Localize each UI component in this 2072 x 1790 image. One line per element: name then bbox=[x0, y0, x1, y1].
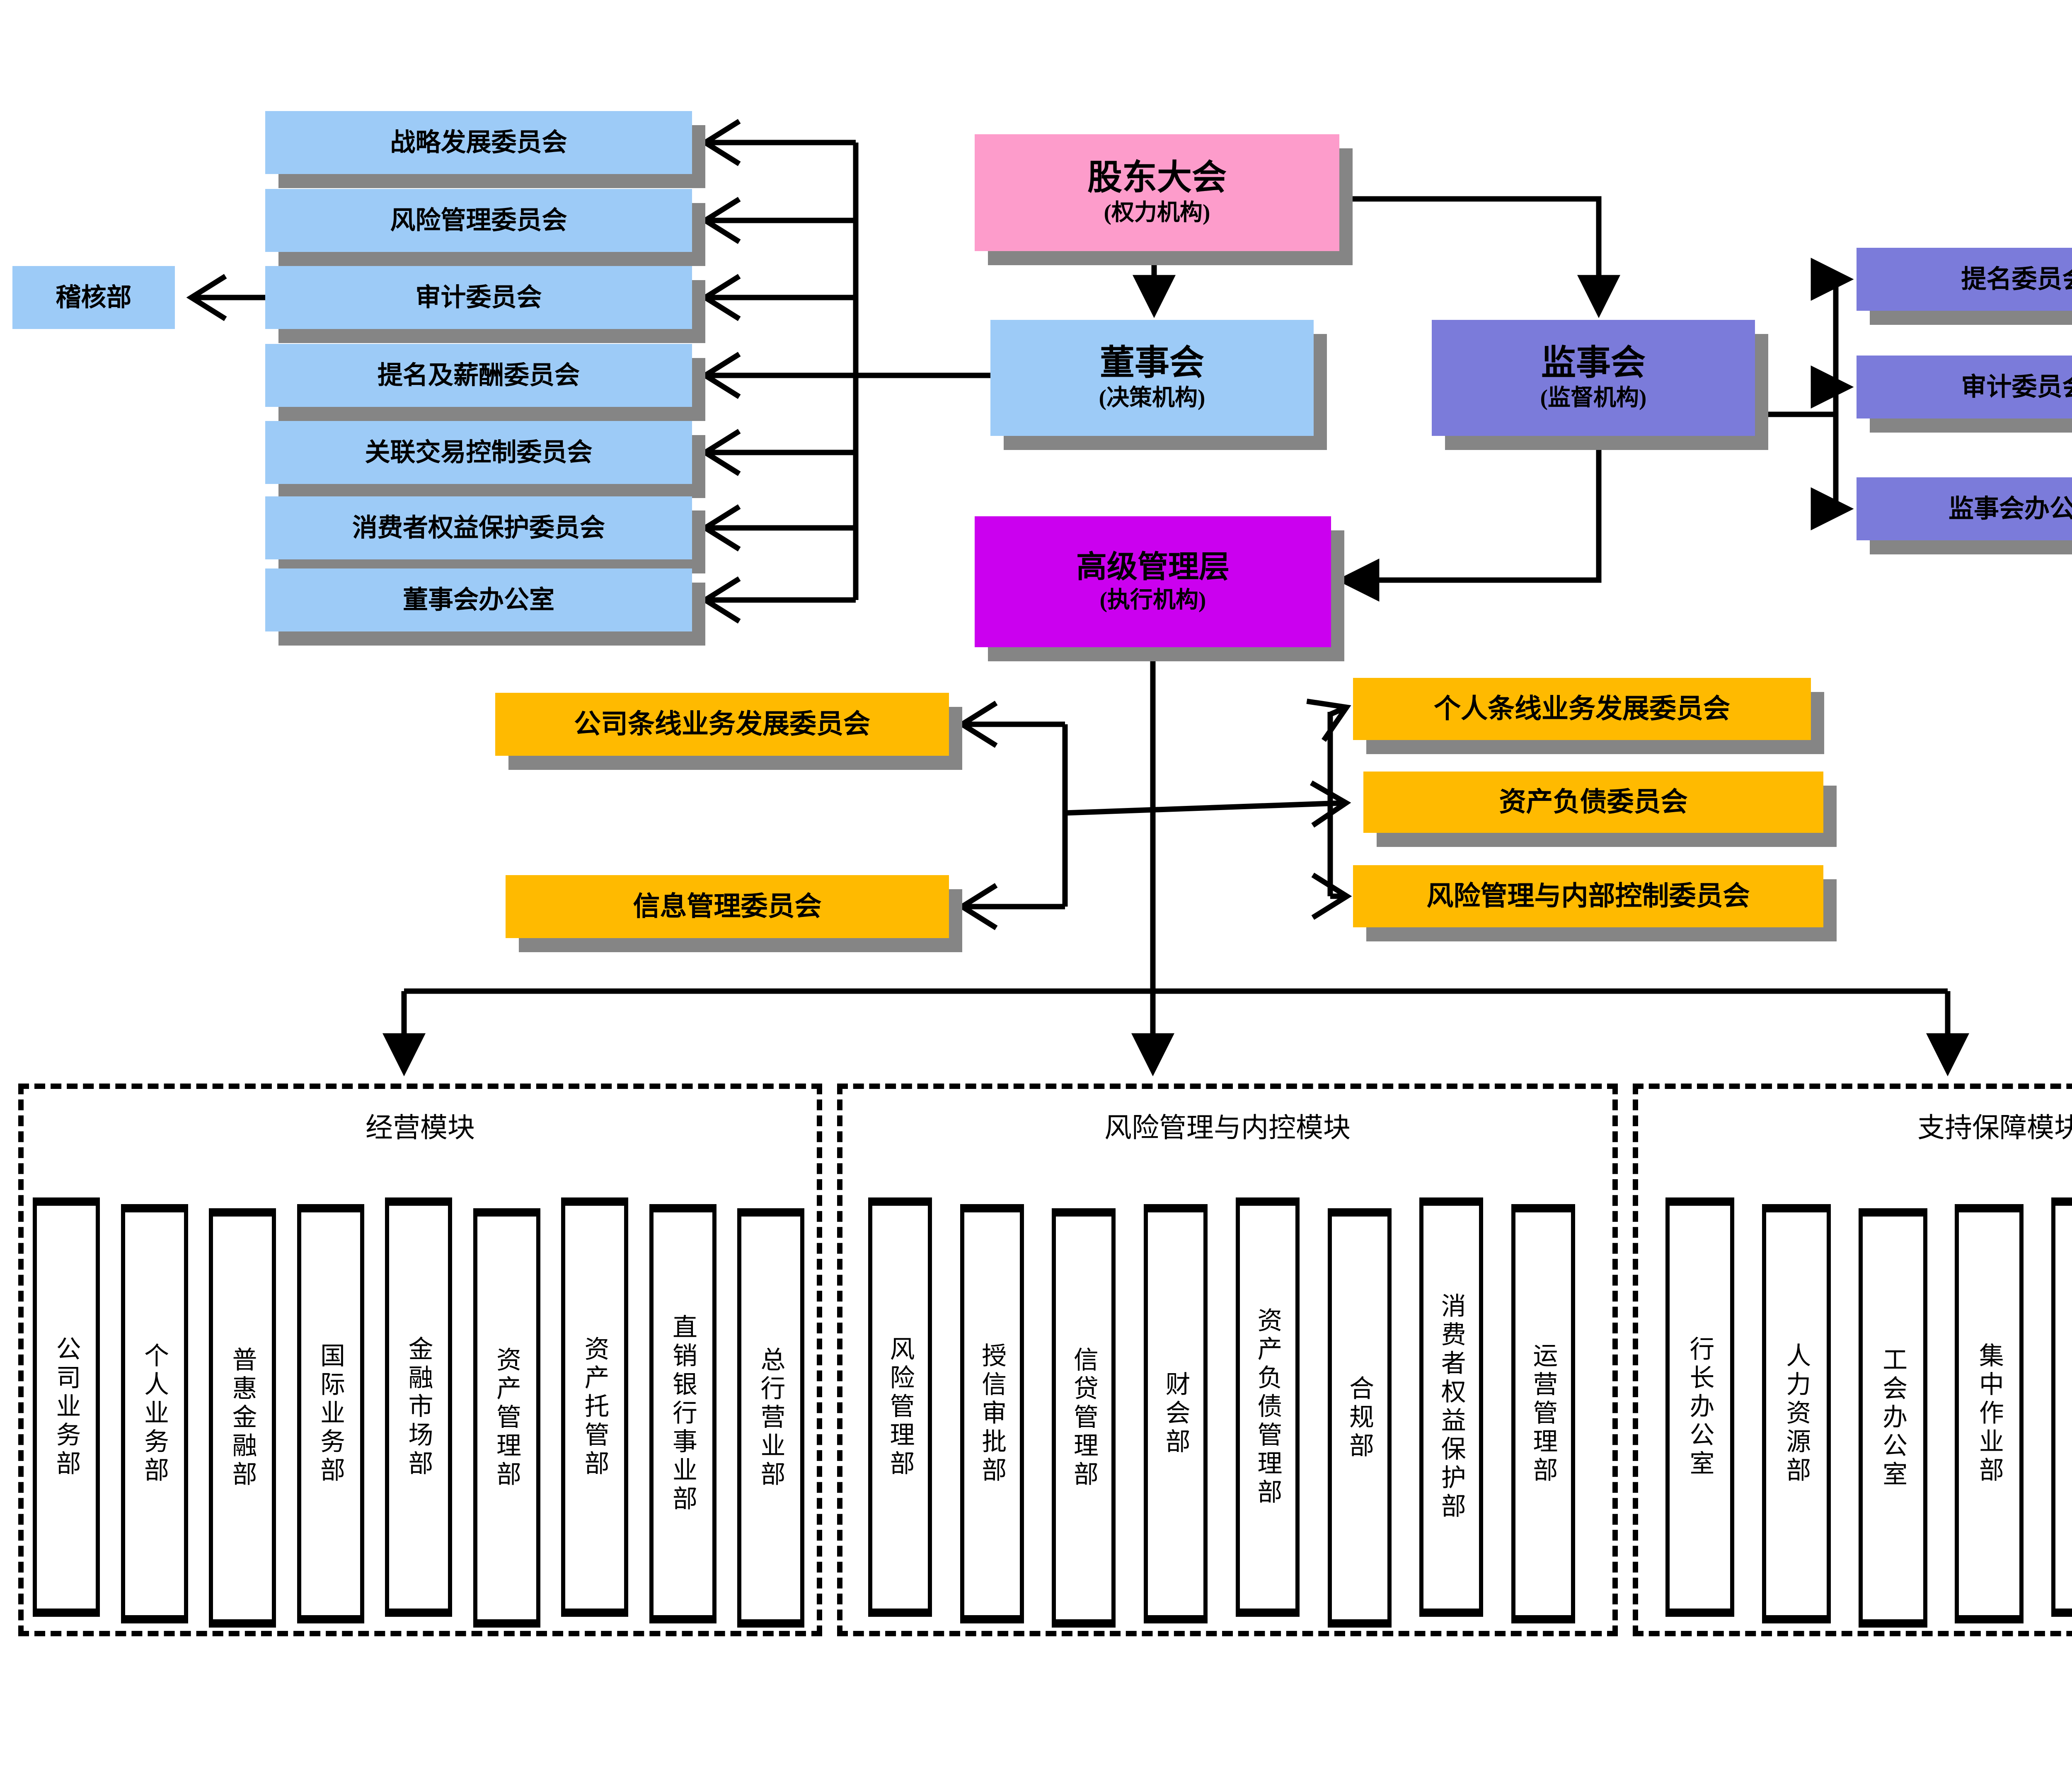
board-committee-box: 战略发展委员会 bbox=[265, 111, 692, 174]
board-committee-label: 战略发展委员会 bbox=[390, 128, 567, 157]
management-committee-box: 公司条线业务发展委员会 bbox=[495, 693, 949, 756]
supervisory-board-subtitle: (监督机构) bbox=[1540, 385, 1647, 410]
department-label: 资产管理部 bbox=[493, 1346, 520, 1490]
supervisory-board-title: 监事会 bbox=[1541, 344, 1646, 383]
department-label: 公司业务部 bbox=[53, 1335, 80, 1479]
supervisory-board-box: 监事会 (监督机构) bbox=[1432, 320, 1755, 436]
board-committee-label: 董事会办公室 bbox=[402, 586, 554, 614]
department-column: 资产管理部 bbox=[473, 1208, 540, 1628]
senior-management-box: 高级管理层 (执行机构) bbox=[975, 516, 1331, 647]
board-committee-box: 风险管理委员会 bbox=[265, 189, 692, 252]
department-label: 财会部 bbox=[1162, 1371, 1190, 1457]
supervisory-committee-label: 审计委员会 bbox=[1961, 373, 2072, 401]
department-label: 总行营业部 bbox=[757, 1346, 784, 1490]
module-risk-control: 风险管理与内控模块 风险管理部 授信审批部 信贷管理部 财会部 资产负债管理部 … bbox=[837, 1084, 1618, 1636]
department-column: 集中作业部 bbox=[1955, 1204, 2024, 1623]
shareholders-meeting-box: 股东大会 (权力机构) bbox=[975, 134, 1339, 251]
department-label: 工会办公室 bbox=[1879, 1346, 1907, 1490]
department-column: 普惠金融部 bbox=[209, 1208, 276, 1628]
board-committee-box: 消费者权益保护委员会 bbox=[265, 496, 692, 559]
management-committee-label: 公司条线业务发展委员会 bbox=[574, 709, 870, 739]
department-label: 资产负债管理部 bbox=[1254, 1307, 1281, 1507]
department-label: 风险管理部 bbox=[886, 1335, 914, 1479]
shareholders-meeting-title: 股东大会 bbox=[1087, 159, 1227, 198]
department-column: 行长办公室 bbox=[1665, 1197, 1734, 1617]
module-title: 风险管理与内控模块 bbox=[1104, 1113, 1351, 1143]
department-label: 个人业务部 bbox=[140, 1342, 168, 1485]
department-column: 资产托管部 bbox=[561, 1197, 628, 1617]
management-committee-box: 风险管理与内部控制委员会 bbox=[1353, 865, 1823, 927]
department-column: 信贷管理部 bbox=[1052, 1208, 1116, 1628]
department-columns: 公司业务部 个人业务部 普惠金融部 国际业务部 金融市场部 资产管理部 资产托管… bbox=[33, 1197, 804, 1628]
department-column: 财会部 bbox=[1144, 1204, 1208, 1623]
department-label: 消费者权益保护部 bbox=[1438, 1293, 1465, 1522]
management-committee-box: 个人条线业务发展委员会 bbox=[1353, 678, 1811, 740]
senior-management-subtitle: (执行机构) bbox=[1099, 587, 1206, 613]
department-label: 授信审批部 bbox=[978, 1342, 1006, 1485]
department-label: 合规部 bbox=[1346, 1375, 1373, 1461]
senior-management-title: 高级管理层 bbox=[1076, 550, 1230, 585]
board-committee-box: 关联交易控制委员会 bbox=[265, 421, 692, 484]
department-column: 总行营业部 bbox=[737, 1208, 804, 1628]
department-label: 运营管理部 bbox=[1529, 1342, 1557, 1485]
management-committee-box: 信息管理委员会 bbox=[506, 875, 949, 938]
board-committee-box: 审计委员会 bbox=[265, 266, 692, 329]
department-column: 运营管理部 bbox=[1511, 1204, 1575, 1623]
department-column: 公司业务部 bbox=[33, 1197, 100, 1617]
audit-department-label: 稽核部 bbox=[56, 283, 132, 312]
department-label: 行长办公室 bbox=[1686, 1335, 1714, 1479]
board-committee-label: 提名及薪酬委员会 bbox=[377, 361, 580, 389]
department-column: 授信审批部 bbox=[960, 1204, 1024, 1623]
board-committee-label: 关联交易控制委员会 bbox=[365, 438, 593, 467]
department-column: 合规部 bbox=[1327, 1208, 1392, 1628]
department-column: 金融市场部 bbox=[385, 1197, 452, 1617]
management-committee-label: 资产负债委员会 bbox=[1499, 787, 1688, 817]
board-committee-box: 董事会办公室 bbox=[265, 568, 692, 631]
department-column: 风险管理部 bbox=[868, 1197, 932, 1617]
board-committee-label: 消费者权益保护委员会 bbox=[352, 514, 605, 542]
department-label: 金融市场部 bbox=[405, 1335, 432, 1479]
supervisory-committee-label: 提名委员会 bbox=[1961, 265, 2072, 293]
department-label: 集中作业部 bbox=[1975, 1342, 2003, 1485]
module-title: 经营模块 bbox=[366, 1113, 475, 1143]
supervisory-committee-box: 提名委员会 bbox=[1857, 248, 2072, 311]
department-column: 直销银行事业部 bbox=[649, 1204, 716, 1623]
department-columns: 行长办公室 人力资源部 工会办公室 集中作业部 资讯科技部 保卫部 bbox=[1665, 1197, 2072, 1628]
department-label: 人力资源部 bbox=[1782, 1342, 1810, 1485]
department-column: 人力资源部 bbox=[1762, 1204, 1831, 1623]
board-of-directors-box: 董事会 (决策机构) bbox=[990, 320, 1314, 436]
department-label: 国际业务部 bbox=[317, 1342, 344, 1485]
management-committee-label: 信息管理委员会 bbox=[633, 891, 822, 922]
supervisory-committee-label: 监事会办公室 bbox=[1948, 495, 2072, 523]
department-column: 国际业务部 bbox=[297, 1204, 364, 1623]
department-label: 信贷管理部 bbox=[1070, 1346, 1098, 1490]
department-label: 资产托管部 bbox=[581, 1335, 608, 1479]
board-committee-label: 风险管理委员会 bbox=[390, 206, 567, 235]
department-label: 直销银行事业部 bbox=[669, 1313, 697, 1514]
department-column: 工会办公室 bbox=[1858, 1208, 1927, 1628]
management-committee-box: 资产负债委员会 bbox=[1363, 772, 1823, 833]
board-committee-box: 提名及薪酬委员会 bbox=[265, 344, 692, 407]
department-label: 普惠金融部 bbox=[229, 1346, 256, 1490]
module-business: 经营模块 公司业务部 个人业务部 普惠金融部 国际业务部 金融市场部 资产管理部… bbox=[18, 1084, 822, 1636]
module-support: 支持保障模块 行长办公室 人力资源部 工会办公室 集中作业部 资讯科技部 保卫部 bbox=[1633, 1084, 2072, 1636]
department-column: 消费者权益保护部 bbox=[1419, 1197, 1484, 1617]
shareholders-meeting-subtitle: (权力机构) bbox=[1104, 199, 1210, 225]
supervisory-committee-box: 审计委员会 bbox=[1857, 356, 2072, 418]
department-column: 个人业务部 bbox=[121, 1204, 188, 1623]
department-columns: 风险管理部 授信审批部 信贷管理部 财会部 资产负债管理部 合规部 消费者权益保… bbox=[868, 1197, 1575, 1628]
supervisory-committee-box: 监事会办公室 bbox=[1857, 477, 2072, 540]
module-title: 支持保障模块 bbox=[1917, 1113, 2072, 1143]
management-committee-label: 风险管理与内部控制委员会 bbox=[1426, 881, 1750, 911]
audit-department-box: 稽核部 bbox=[12, 266, 175, 329]
board-of-directors-subtitle: (决策机构) bbox=[1099, 385, 1205, 410]
department-column: 资讯科技部 bbox=[2051, 1197, 2072, 1617]
board-of-directors-title: 董事会 bbox=[1099, 344, 1204, 383]
management-committee-label: 个人条线业务发展委员会 bbox=[1433, 694, 1730, 724]
board-committee-label: 审计委员会 bbox=[415, 283, 542, 312]
department-column: 资产负债管理部 bbox=[1235, 1197, 1300, 1617]
